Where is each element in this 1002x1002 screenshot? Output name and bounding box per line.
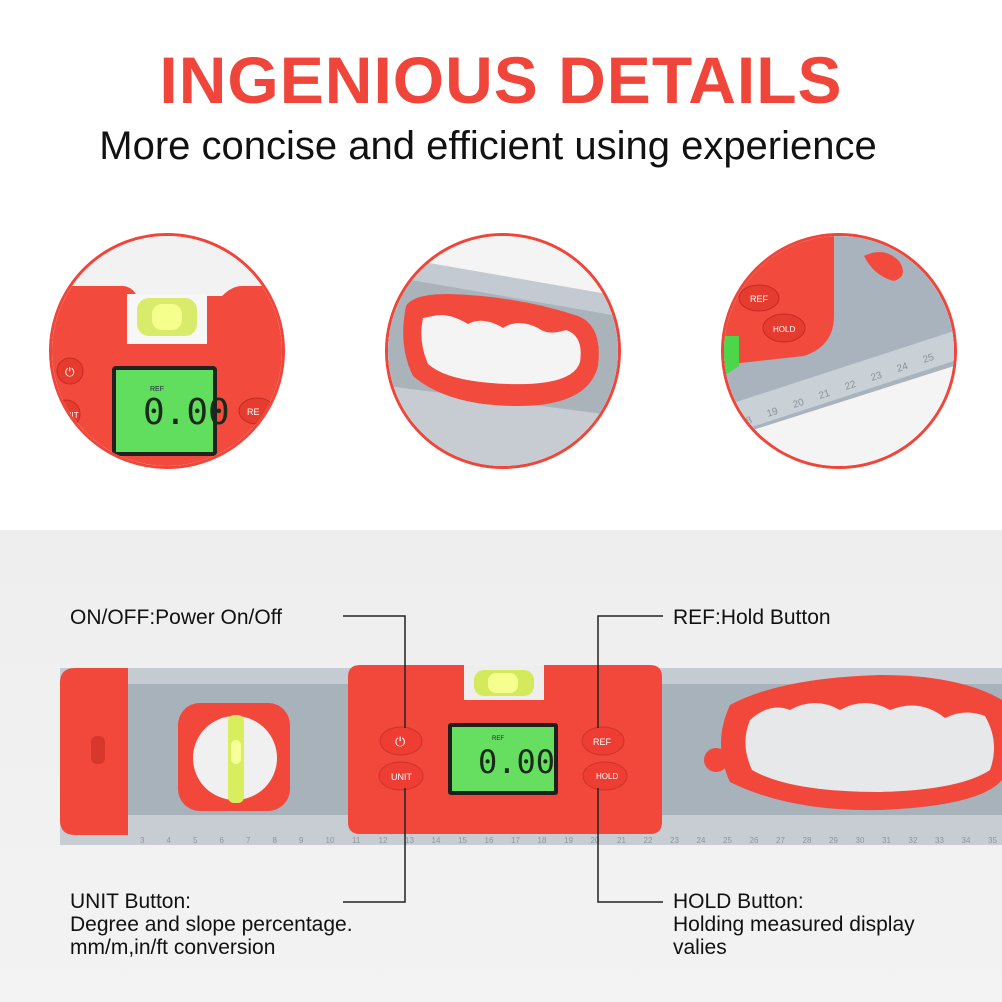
ruler-scale-number: 24 bbox=[896, 361, 910, 375]
ruler-number: 27 bbox=[776, 836, 785, 845]
power-button-closeup bbox=[56, 357, 84, 385]
ruler-number: 5 bbox=[193, 836, 198, 845]
ruler-number: 10 bbox=[326, 836, 335, 845]
onoff-callout-line bbox=[343, 615, 406, 728]
ruler-number: 19 bbox=[564, 836, 573, 845]
ref-label-closeup2: REF bbox=[750, 294, 769, 304]
ruler-scale-number: 20 bbox=[792, 397, 806, 411]
ref-callout-text: REF:Hold Button bbox=[673, 606, 831, 629]
ruler-number: 8 bbox=[273, 836, 278, 845]
lcd-ref-text: REF bbox=[492, 736, 504, 742]
ruler-number: 21 bbox=[617, 836, 626, 845]
ruler-number: 24 bbox=[697, 836, 706, 845]
ruler-scale-number: 19 bbox=[766, 406, 780, 420]
unit-callout-line1: Degree and slope percentage. bbox=[70, 913, 353, 936]
display-closeup-illustration: REF 0.00 ⏻ UNIT RE bbox=[52, 236, 282, 466]
ruler-number: 17 bbox=[511, 836, 520, 845]
ruler-number: 12 bbox=[379, 836, 388, 845]
power-icon: ⏻ bbox=[65, 365, 75, 379]
hold-callout-title: HOLD Button: bbox=[673, 890, 804, 913]
ruler-number: 6 bbox=[220, 836, 225, 845]
lcd-value-text: 0.00 bbox=[143, 392, 230, 433]
ruler-number: 28 bbox=[803, 836, 812, 845]
hold-callout-label: HOLD Button: Holding measured display va… bbox=[673, 890, 915, 959]
ruler-number: 30 bbox=[856, 836, 865, 845]
ruler-number: 15 bbox=[458, 836, 467, 845]
unit-callout-line bbox=[343, 788, 406, 903]
lcd-ref-text: REF bbox=[150, 386, 164, 393]
page-title: INGENIOUS DETAILS bbox=[159, 43, 843, 117]
ruler-number: 25 bbox=[723, 836, 732, 845]
ruler-number: 9 bbox=[299, 836, 304, 845]
ruler-number: 31 bbox=[882, 836, 891, 845]
hold-callout-line bbox=[597, 788, 663, 903]
power-icon: ⏻ bbox=[395, 735, 405, 750]
ruler-number: 29 bbox=[829, 836, 838, 845]
ruler-scale-number: 25 bbox=[922, 352, 936, 366]
handle-closeup-illustration bbox=[388, 236, 618, 466]
ruler-number: 11 bbox=[352, 836, 361, 845]
ref-callout-label: REF:Hold Button bbox=[673, 606, 831, 629]
ruler-number: 4 bbox=[167, 836, 172, 845]
ruler-scale-number: 22 bbox=[844, 379, 858, 393]
hold-button[interactable] bbox=[582, 761, 628, 791]
ruler-number: 7 bbox=[246, 836, 251, 845]
unit-callout-label: UNIT Button: Degree and slope percentage… bbox=[70, 890, 353, 959]
onoff-callout-text: ON/OFF:Power On/Off bbox=[70, 606, 282, 629]
detail-circle-display: REF 0.00 ⏻ UNIT RE bbox=[49, 233, 285, 469]
hold-callout-line1: Holding measured display bbox=[673, 913, 915, 936]
lcd-value: 0.00 bbox=[478, 743, 555, 781]
ruler-number: 3 bbox=[140, 836, 145, 845]
ruler-number: 32 bbox=[909, 836, 918, 845]
ref-label-closeup: RE bbox=[247, 407, 260, 417]
ruler-number: 22 bbox=[644, 836, 653, 845]
ruler-number: 35 bbox=[988, 836, 997, 845]
ruler-scale-number: 21 bbox=[818, 388, 832, 402]
ruler-number: 20 bbox=[591, 836, 600, 845]
onoff-callout-label: ON/OFF:Power On/Off bbox=[70, 606, 282, 629]
hold-label-closeup: HOLD bbox=[773, 325, 795, 334]
ruler-number: 34 bbox=[962, 836, 971, 845]
hold-button-label: HOLD bbox=[596, 772, 618, 781]
ruler-number: 13 bbox=[405, 836, 414, 845]
unit-callout-title: UNIT Button: bbox=[70, 890, 191, 913]
ref-callout-line bbox=[597, 615, 663, 728]
ref-button[interactable] bbox=[581, 726, 625, 756]
unit-button-label: UNIT bbox=[391, 772, 412, 782]
hold-callout-line2: valies bbox=[673, 936, 727, 959]
ruler-number: 26 bbox=[750, 836, 759, 845]
ruler-scale-number: 23 bbox=[870, 370, 884, 384]
page-subtitle: More concise and efficient using experie… bbox=[99, 124, 877, 168]
power-button[interactable] bbox=[379, 726, 423, 756]
ruler-number: 33 bbox=[935, 836, 944, 845]
unit-label-closeup: UNIT bbox=[60, 411, 79, 420]
unit-callout-line2: mm/m,in/ft conversion bbox=[70, 936, 276, 959]
ruler-number: 18 bbox=[538, 836, 547, 845]
detail-circle-handle bbox=[385, 233, 621, 469]
ruler-number: 14 bbox=[432, 836, 441, 845]
ruler-number: 23 bbox=[670, 836, 679, 845]
unit-button[interactable] bbox=[378, 761, 424, 791]
lcd-screen bbox=[452, 727, 554, 791]
ruler-number: 16 bbox=[485, 836, 494, 845]
ref-button-label: REF bbox=[593, 737, 612, 747]
